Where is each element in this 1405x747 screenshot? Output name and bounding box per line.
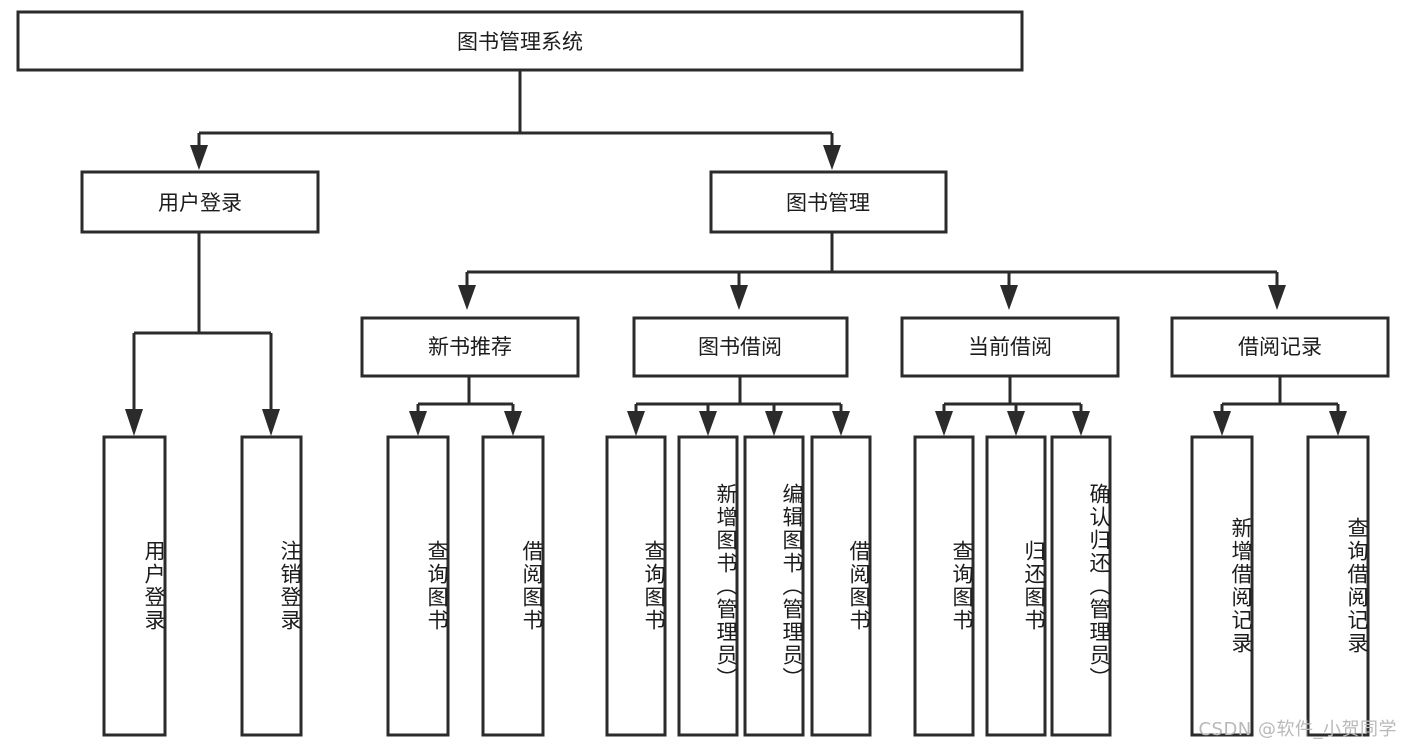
arrow-head-bb-leaf4 — [832, 411, 850, 436]
leaf-box-user-login[interactable] — [102, 435, 167, 737]
arrow-head-book-borrow — [730, 285, 748, 310]
arrow-head-bb-leaf2 — [699, 411, 717, 436]
node-root-box — [16, 10, 1024, 72]
arrow-head-br-leaf2 — [1329, 411, 1347, 436]
connector-group-user-login — [125, 232, 280, 436]
leaf-box-query-borrow-record[interactable] — [1306, 435, 1370, 737]
leaf-boxes-borrow-record — [1190, 435, 1370, 737]
node-user-login-box — [80, 170, 320, 234]
node-current-borrow-label: 当前借阅 — [968, 335, 1052, 359]
node-borrow-record[interactable]: 借阅记录 — [1170, 316, 1390, 378]
arrow-head-current-borrow — [1000, 285, 1018, 310]
node-new-book-recommend-label: 新书推荐 — [428, 335, 512, 359]
node-current-borrow-box — [900, 316, 1120, 378]
arrow-head-new-book — [458, 285, 476, 310]
node-user-login[interactable]: 用户登录 — [80, 170, 320, 234]
connector-group-borrow-record — [1213, 376, 1347, 436]
arrow-head-br-leaf1 — [1213, 411, 1231, 436]
node-book-borrow-label: 图书借阅 — [698, 335, 782, 359]
leaf-boxes-new-book-recommend — [386, 435, 545, 737]
arrow-head-leaf-user-login — [125, 409, 143, 436]
watermark-text: CSDN @软件_小贺同学 — [1198, 719, 1397, 740]
arrow-head-nb-leaf1 — [409, 411, 427, 436]
leaf-boxes-current-borrow — [913, 435, 1112, 737]
arrow-head-nb-leaf2 — [504, 411, 522, 436]
node-book-borrow[interactable]: 图书借阅 — [632, 316, 849, 378]
node-book-borrow-box — [632, 316, 849, 378]
arrow-head-leaf-logout — [262, 409, 280, 436]
connector-group-root — [190, 70, 841, 170]
arrow-head-bb-leaf1 — [627, 411, 645, 436]
connector-group-current-borrow — [935, 376, 1090, 436]
leaf-box-query-book-bb[interactable] — [605, 435, 667, 737]
node-current-borrow[interactable]: 当前借阅 — [900, 316, 1120, 378]
connector-group-book-borrow — [627, 376, 850, 436]
node-book-management[interactable]: 图书管理 — [709, 170, 948, 234]
leaf-box-borrow-book-nb[interactable] — [481, 435, 545, 737]
leaf-box-query-book-cb[interactable] — [913, 435, 975, 737]
node-borrow-record-label: 借阅记录 — [1238, 335, 1322, 359]
node-book-management-label: 图书管理 — [786, 191, 870, 215]
arrow-head-borrow-record — [1268, 285, 1286, 310]
leaf-box-edit-book-admin[interactable] — [743, 435, 805, 737]
connector-group-new-book — [409, 376, 522, 436]
arrow-head-cb-leaf2 — [1007, 411, 1025, 436]
leaf-box-borrow-book-bb[interactable] — [810, 435, 872, 737]
leaf-box-return-book[interactable] — [985, 435, 1047, 737]
arrow-head-cb-leaf1 — [935, 411, 953, 436]
node-user-login-label: 用户登录 — [158, 191, 242, 215]
arrow-head-user-login — [190, 145, 208, 170]
connector-group-book-manage — [458, 232, 1286, 310]
node-new-book-recommend-box — [360, 316, 580, 378]
leaf-box-add-book-admin[interactable] — [677, 435, 739, 737]
leaf-box-logout[interactable] — [240, 435, 303, 737]
leaf-box-query-book-nb[interactable] — [386, 435, 450, 737]
node-root-label: 图书管理系统 — [457, 30, 583, 54]
node-root-system[interactable]: 图书管理系统 — [16, 10, 1024, 72]
arrow-head-book-manage — [823, 145, 841, 170]
arrow-head-bb-leaf3 — [765, 411, 783, 436]
leaf-box-confirm-return-admin[interactable] — [1050, 435, 1112, 737]
node-book-management-box — [709, 170, 948, 234]
leaf-box-add-borrow-record[interactable] — [1190, 435, 1254, 737]
node-borrow-record-box — [1170, 316, 1390, 378]
arrow-head-cb-leaf3 — [1072, 411, 1090, 436]
node-new-book-recommend[interactable]: 新书推荐 — [360, 316, 580, 378]
leaf-boxes-book-borrow — [605, 435, 872, 737]
leaf-boxes-user-login — [102, 435, 303, 737]
